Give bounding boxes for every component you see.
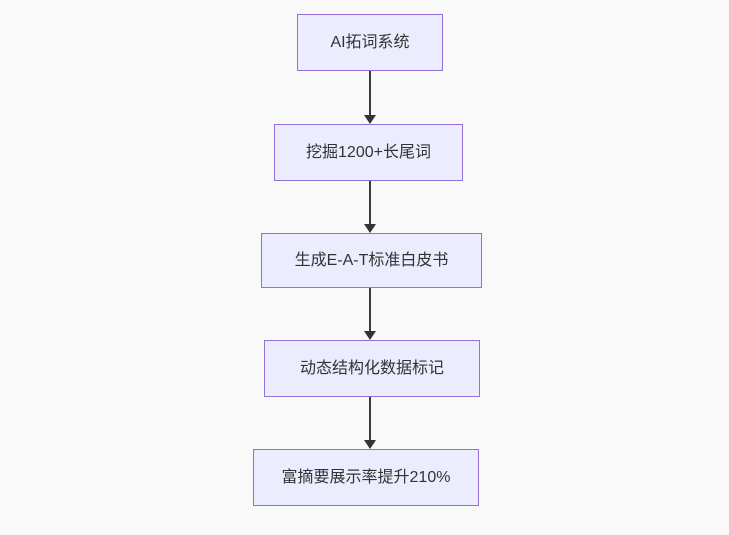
edge-line	[369, 181, 371, 224]
flow-node-label: 挖掘1200+长尾词	[306, 143, 431, 161]
arrow-down-icon	[364, 115, 376, 124]
edge-line	[369, 71, 371, 115]
flow-node-ai-keyword-system: AI拓词系统	[297, 14, 443, 71]
arrow-down-icon	[364, 224, 376, 233]
flow-edge-2	[363, 181, 377, 233]
flow-node-structured-data-markup: 动态结构化数据标记	[264, 340, 480, 397]
flow-node-label: 生成E-A-T标准白皮书	[294, 251, 449, 269]
arrow-down-icon	[364, 440, 376, 449]
flow-edge-1	[363, 71, 377, 124]
flow-node-rich-snippet-uplift: 富摘要展示率提升210%	[253, 449, 479, 506]
flow-node-label: 富摘要展示率提升210%	[281, 468, 451, 486]
flow-node-longtail-keywords: 挖掘1200+长尾词	[274, 124, 463, 181]
flow-node-label: 动态结构化数据标记	[299, 359, 444, 377]
edge-line	[369, 288, 371, 331]
arrow-down-icon	[364, 331, 376, 340]
edge-line	[369, 397, 371, 440]
flow-edge-4	[363, 397, 377, 449]
flow-edge-3	[363, 288, 377, 340]
flow-node-label: AI拓词系统	[330, 33, 410, 51]
flow-node-eat-whitepaper: 生成E-A-T标准白皮书	[261, 233, 482, 288]
